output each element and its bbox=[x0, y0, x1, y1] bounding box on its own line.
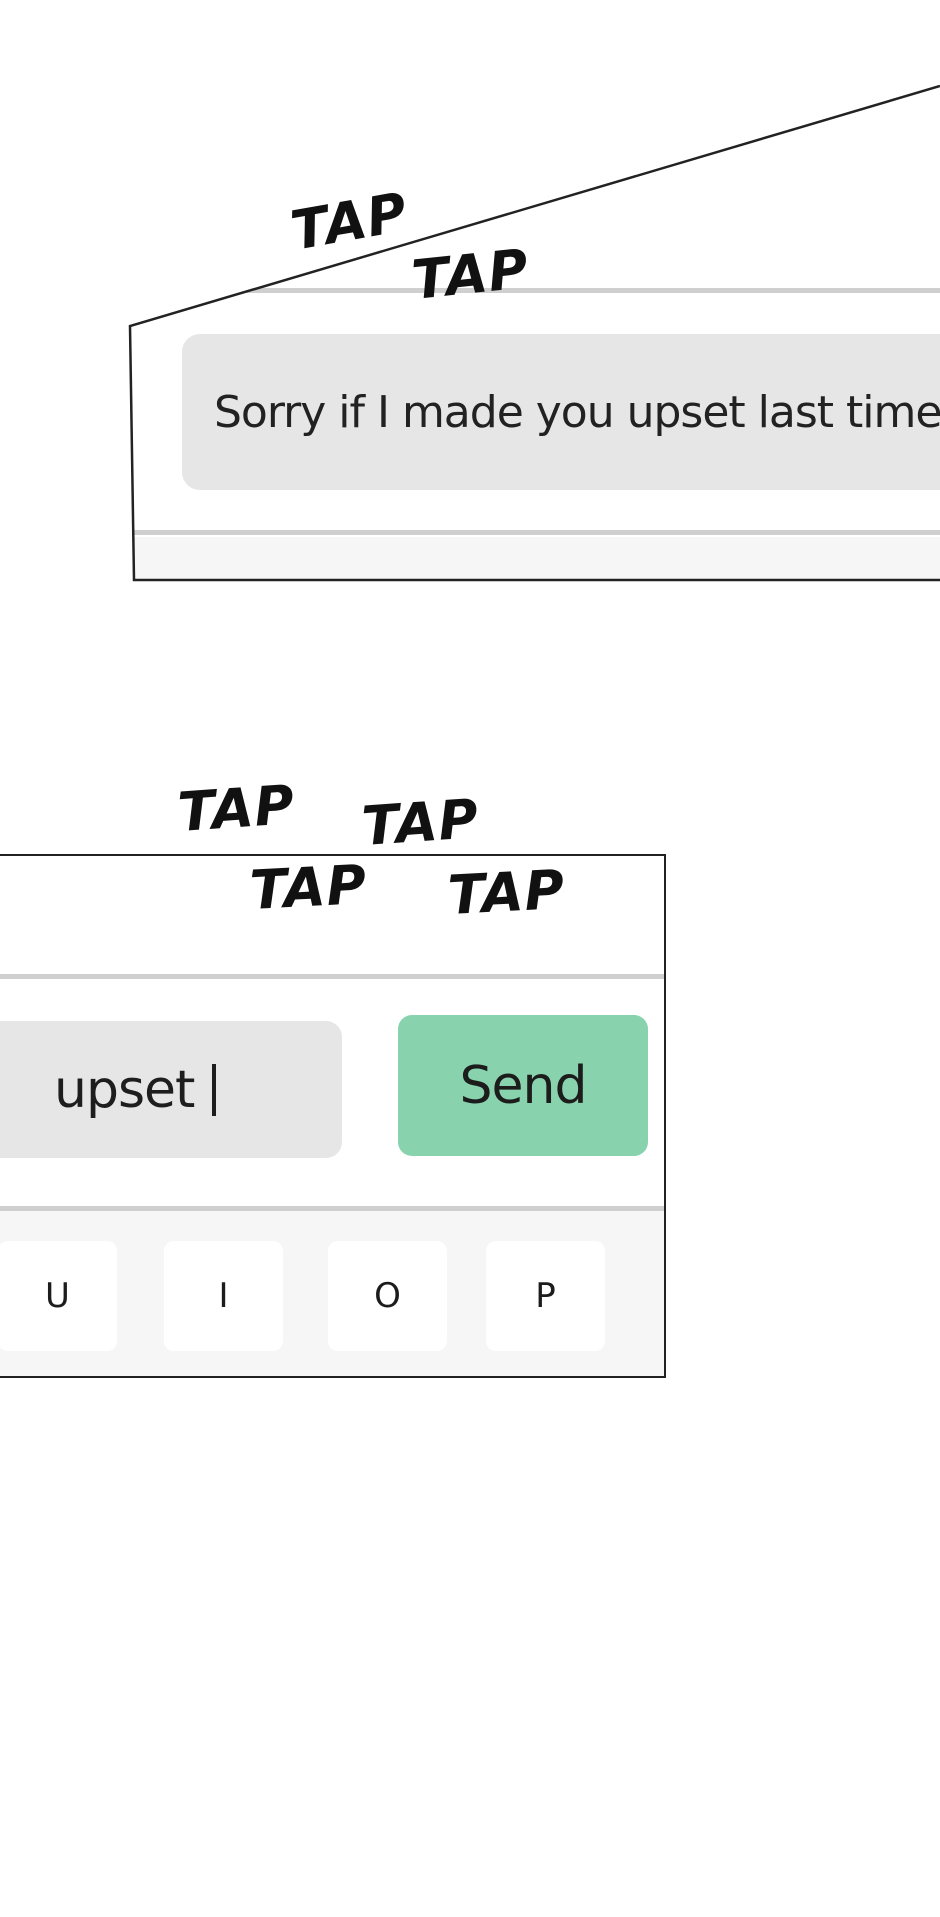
key-o[interactable]: O bbox=[328, 1241, 447, 1351]
text-caret bbox=[212, 1063, 217, 1116]
message-text: Sorry if I made you upset last time. bbox=[214, 386, 940, 438]
panel-chat-history: Sorry if I made you upset last time. bbox=[0, 0, 940, 600]
key-i[interactable]: I bbox=[164, 1241, 283, 1351]
panel-border bbox=[128, 84, 940, 582]
sfx-tap-6: TAP bbox=[446, 857, 567, 928]
message-bubble: Sorry if I made you upset last time. bbox=[182, 334, 940, 490]
panel-compose: upset Send U I O P bbox=[0, 854, 666, 1378]
compose-bottom-divider bbox=[0, 1206, 664, 1211]
top-divider bbox=[133, 288, 940, 293]
send-button[interactable]: Send bbox=[398, 1015, 648, 1156]
sfx-tap-3: TAP bbox=[175, 772, 298, 845]
bottom-divider bbox=[133, 530, 940, 535]
compose-top-divider bbox=[0, 974, 664, 979]
message-input-value: upset bbox=[54, 1059, 195, 1120]
keyboard: U I O P bbox=[0, 1211, 664, 1376]
sfx-tap-4: TAP bbox=[359, 786, 482, 859]
sfx-tap-2: TAP bbox=[408, 237, 532, 312]
sfx-tap-5: TAP bbox=[248, 852, 369, 923]
key-u[interactable]: U bbox=[0, 1241, 117, 1351]
key-p[interactable]: P bbox=[486, 1241, 605, 1351]
message-input[interactable]: upset bbox=[0, 1021, 342, 1158]
chat-footer bbox=[133, 537, 940, 580]
